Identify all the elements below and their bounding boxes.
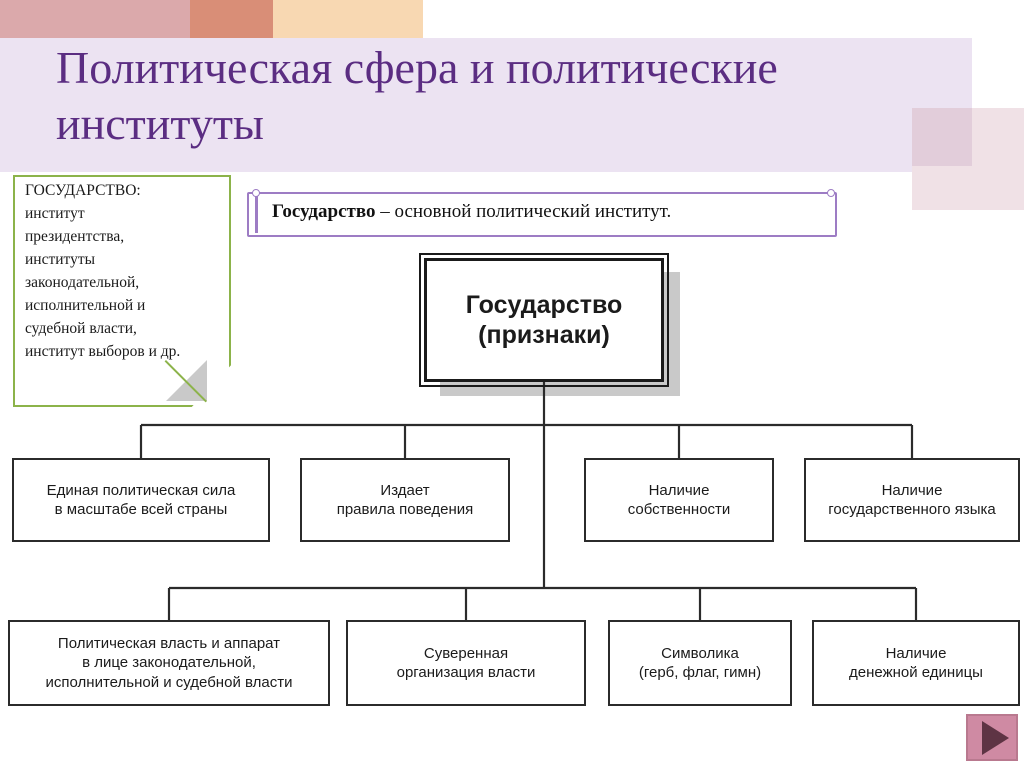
play-icon [981, 720, 1009, 755]
play-button[interactable] [966, 714, 1018, 761]
diagram-root-node[interactable]: Государство (признаки) [419, 253, 669, 387]
diagram-node-level2-2[interactable]: Суверенная организация власти [346, 620, 586, 706]
diagram-node-level1-4[interactable]: Наличие государственного языка [804, 458, 1020, 542]
diagram-node-level1-1[interactable]: Единая политическая сила в масштабе всей… [12, 458, 270, 542]
title-background-band [0, 38, 972, 172]
diagram-node-level1-2[interactable]: Издает правила поведения [300, 458, 510, 542]
callout-box [247, 192, 837, 237]
diagram-node-level2-3[interactable]: Символика (герб, флаг, гимн) [608, 620, 792, 706]
callout-text: Государство – основной политический инст… [272, 201, 832, 223]
decor-block-right-dark [912, 108, 972, 166]
note-text: ГОСУДАРСТВО: институт президентства, инс… [25, 182, 181, 360]
callout-left-bar [255, 196, 258, 233]
page-title: Политическая сфера и политические инстит… [56, 42, 778, 150]
callout-rest-text: – основной политический институт. [375, 201, 672, 222]
diagram-node-level1-3[interactable]: Наличие собственности [584, 458, 774, 542]
callout-handle-left-icon[interactable] [252, 189, 260, 197]
diagram-node-level2-4[interactable]: Наличие денежной единицы [812, 620, 1020, 706]
diagram-node-level2-1[interactable]: Политическая власть и аппарат в лице зак… [8, 620, 330, 706]
callout-bold-term: Государство [272, 201, 376, 222]
callout-handle-right-icon[interactable] [827, 189, 835, 197]
